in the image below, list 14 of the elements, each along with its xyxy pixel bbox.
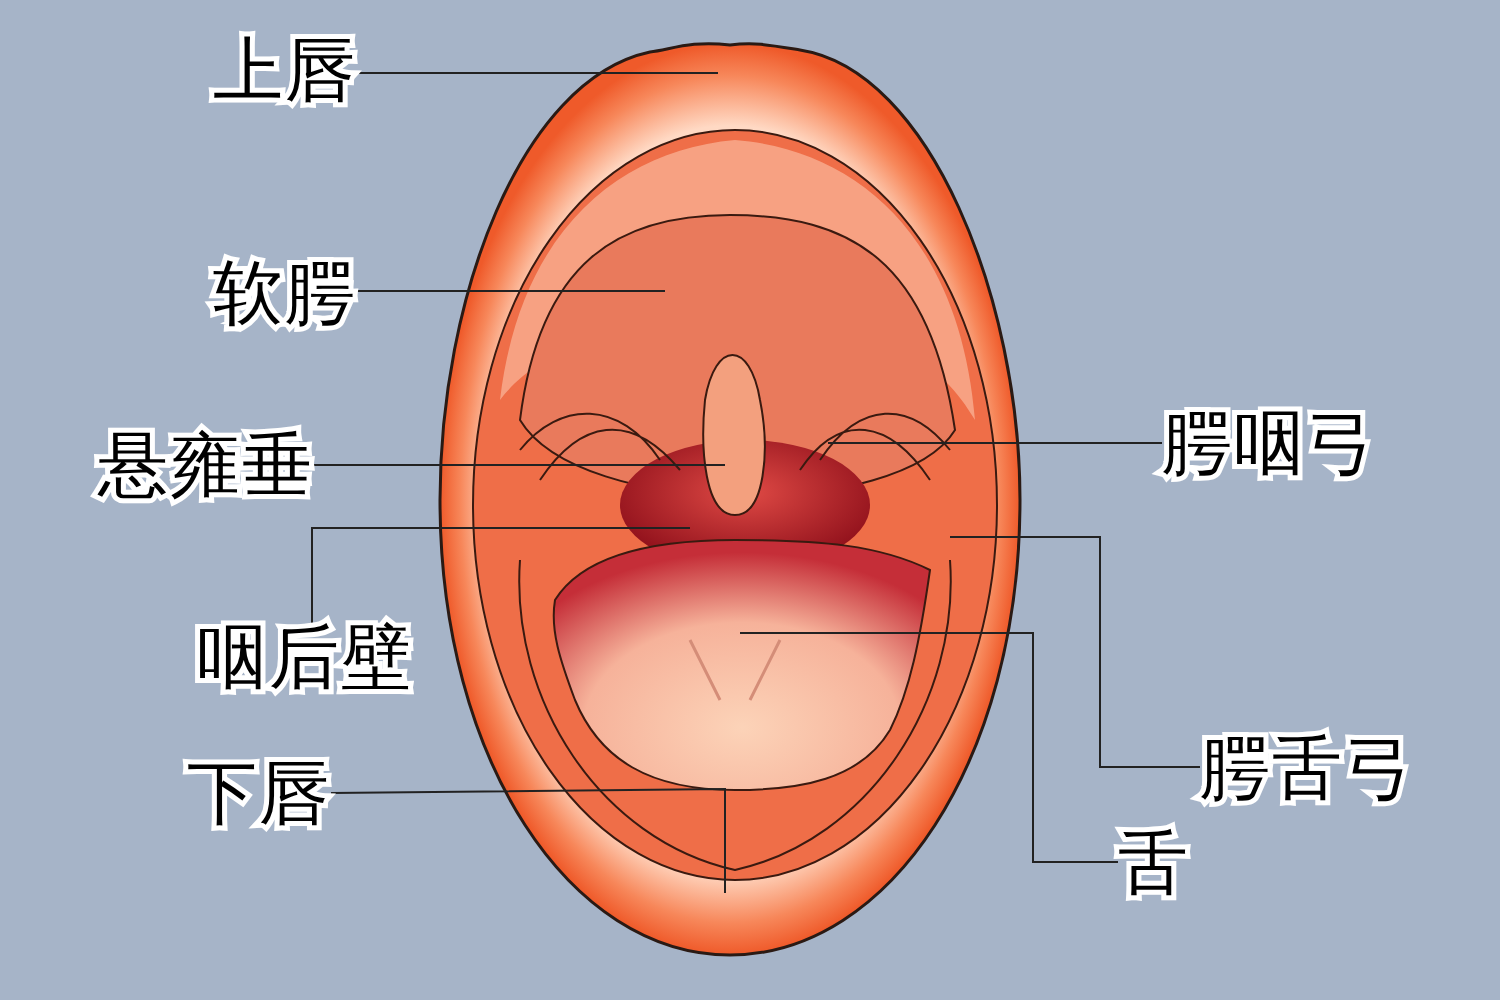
leader-line: [313, 464, 726, 466]
leader-line: [949, 536, 1201, 768]
leader-line: [739, 632, 1119, 863]
part-label: 软腭: [213, 258, 357, 328]
part-label: 咽后壁: [197, 622, 413, 692]
part-label: 下唇: [187, 758, 331, 828]
part-label: 上唇: [213, 35, 357, 105]
part-label: 悬雍垂: [98, 430, 314, 500]
leader-line: [827, 442, 1163, 444]
leader-line: [356, 290, 666, 292]
part-label: 舌: [1118, 828, 1190, 898]
part-label: 腭咽弓: [1162, 408, 1378, 478]
leader-line: [330, 788, 726, 894]
part-label: 腭舌弓: [1200, 733, 1416, 803]
